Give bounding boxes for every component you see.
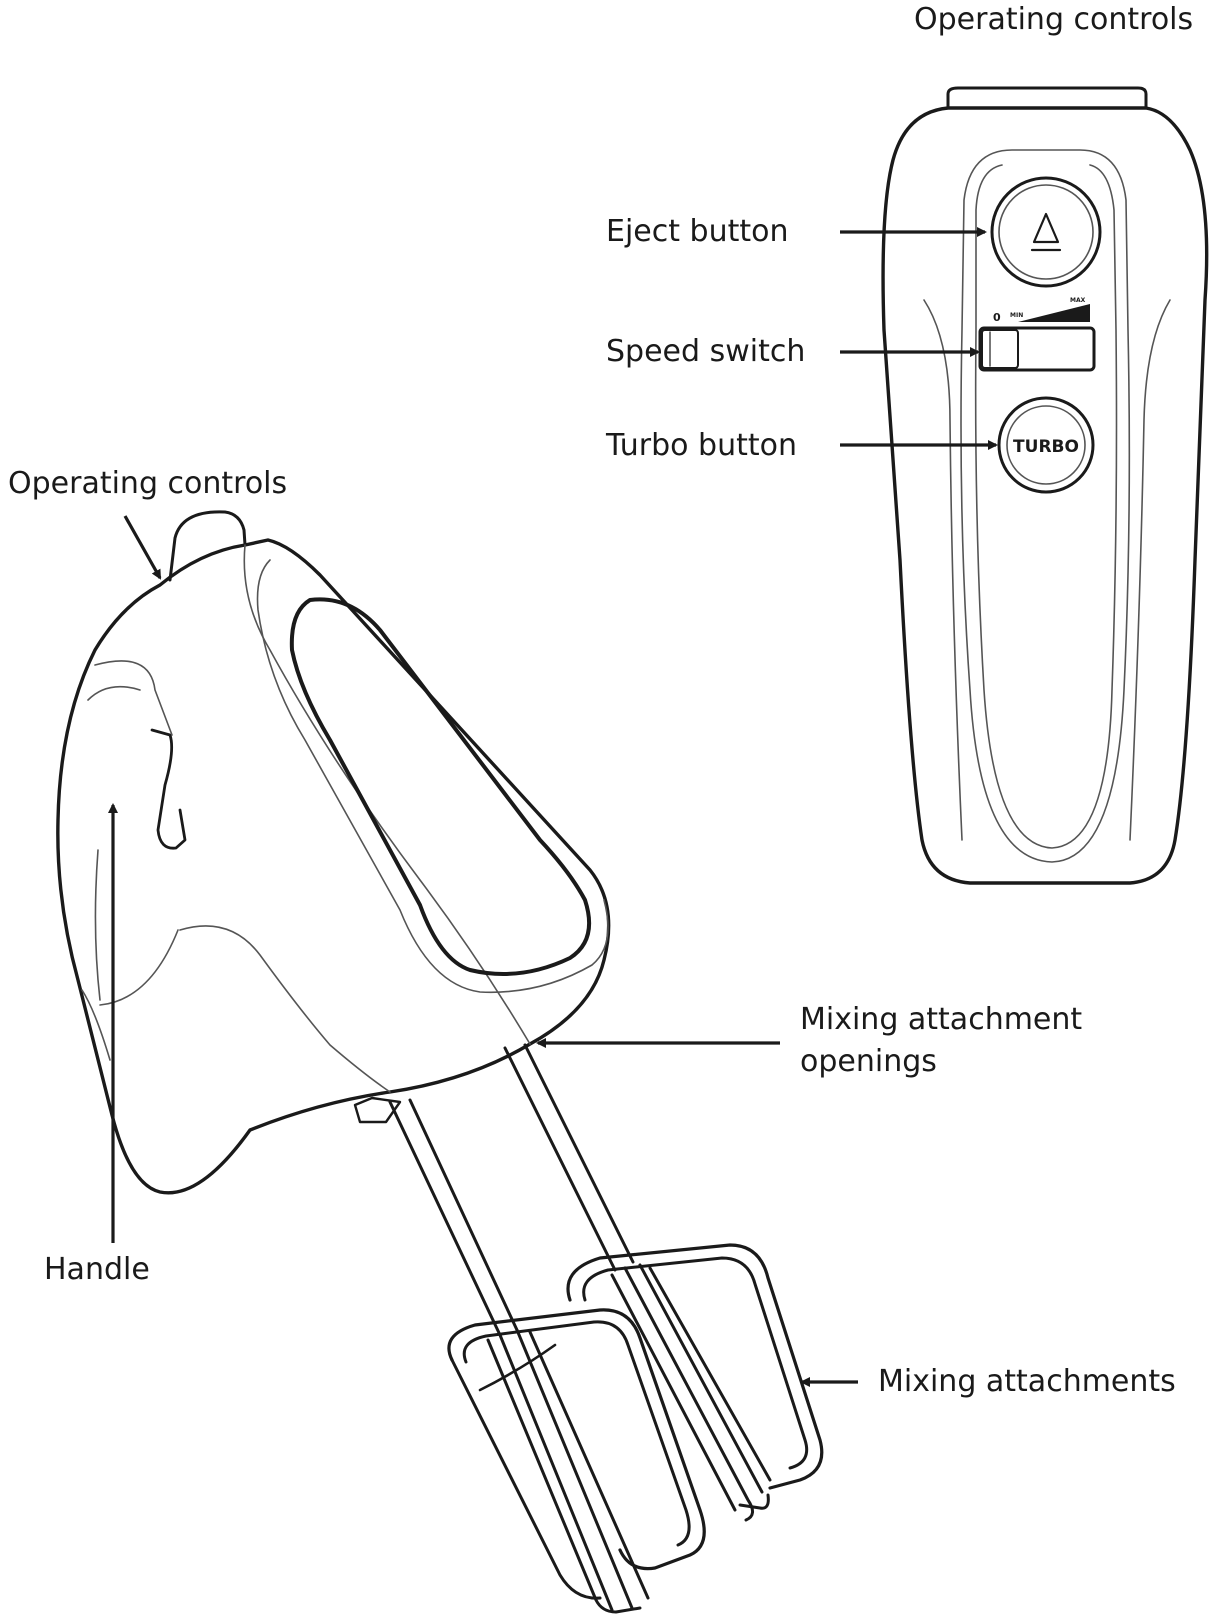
beater-shafts <box>388 1043 635 1337</box>
label-operating-controls-side: Operating controls <box>8 466 288 501</box>
label-handle: Handle <box>44 1252 150 1287</box>
mixer-body-outline <box>56 538 611 1195</box>
label-mixing-attachment-openings-line2: openings <box>800 1044 937 1079</box>
turbo-button-drawing: TURBO <box>997 396 1095 494</box>
callout-arrows <box>108 227 998 1387</box>
svg-text:TURBO: TURBO <box>1013 437 1079 457</box>
svg-text:MAX: MAX <box>1070 297 1086 304</box>
label-speed-switch: Speed switch <box>606 334 806 369</box>
panel-inner-outline <box>960 149 1131 863</box>
eject-icon <box>1030 212 1062 252</box>
speed-switch-drawing: 0 MIN MAX <box>978 297 1096 372</box>
eject-button-drawing <box>990 176 1102 288</box>
label-mixing-attachment-openings: Mixing attachment openings <box>800 1002 1082 1080</box>
control-panel-front-view: 0 MIN MAX TURBO <box>881 86 1209 885</box>
speed-ramp-icon <box>1018 304 1090 322</box>
panel-body-outline <box>881 106 1209 885</box>
label-mixing-attachment-openings-line1: Mixing attachment <box>800 1002 1083 1037</box>
label-eject-button: Eject button <box>606 214 789 249</box>
mixing-attachments-drawing <box>388 1043 824 1614</box>
label-operating-controls-top: Operating controls <box>914 2 1194 37</box>
handle-grip <box>150 728 187 850</box>
front-beater <box>447 1308 706 1614</box>
rear-beater <box>566 1243 824 1522</box>
svg-text:MIN: MIN <box>1010 312 1023 319</box>
label-turbo-button: Turbo button <box>606 428 798 463</box>
hand-mixer-side-view <box>56 510 611 1195</box>
operating-controls-nub <box>168 510 247 582</box>
panel-top-cap <box>946 86 1148 110</box>
operating-controls-arrow <box>123 515 162 580</box>
label-mixing-attachments: Mixing attachments <box>878 1364 1176 1399</box>
svg-text:0: 0 <box>993 311 1001 324</box>
side-grip-panel <box>289 597 592 976</box>
